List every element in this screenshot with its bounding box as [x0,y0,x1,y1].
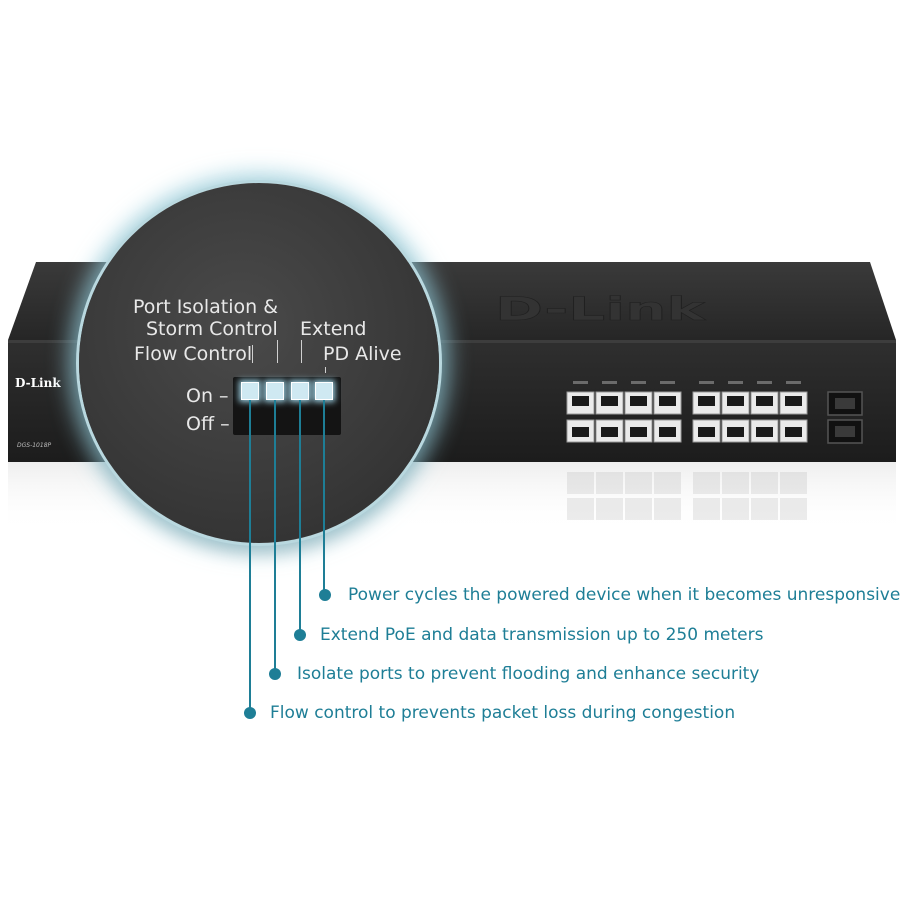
port-isolation-label-line2: Storm Control [146,318,278,340]
port-led [728,381,743,384]
rj45-port-socket [601,427,618,437]
port-led [699,381,714,384]
rj45-port-socket [785,396,802,406]
port-isolation-leader-line [274,400,276,674]
dip-switch-pd-alive [315,382,333,400]
rj45-port-reflection [780,472,807,494]
flow-control-tick [252,345,253,363]
rj45-port-socket [727,396,744,406]
pd-alive-label: PD Alive [323,343,402,365]
dip-switch-flow-control [241,382,259,400]
extend-leader-line [299,400,301,634]
pd-alive-tick [325,367,326,373]
dip-switch-port-isolation [266,382,284,400]
rj45-port-reflection [625,472,652,494]
rj45-port-reflection [625,498,652,520]
rj45-port-socket [572,427,589,437]
rj45-port-socket [572,396,589,406]
feature-extend: Extend PoE and data transmission up to 2… [320,625,764,645]
on-label: On – [186,385,229,407]
port-led [573,381,588,384]
port-leds [573,381,801,384]
rj45-port-socket [727,427,744,437]
port-led [602,381,617,384]
rj45-port-socket [630,396,647,406]
rj45-port-reflection [751,498,778,520]
rj45-port-reflection [654,472,681,494]
rj45-port-socket [698,427,715,437]
feature-pd-alive: Power cycles the powered device when it … [348,585,900,605]
brand-logo: D-Link [15,376,61,390]
dip-switch-extend [291,382,309,400]
rj45-port-reflection [596,472,623,494]
pd-alive-leader-line [323,400,325,594]
rj45-port-reflection [780,498,807,520]
rj45-port-reflection [567,498,594,520]
pd-alive-dot [319,589,331,601]
rj45-port-socket [785,427,802,437]
port-isolation-dot [269,668,281,680]
extend-dot [294,629,306,641]
extend-tick [301,340,302,363]
flow-control-label: Flow Control [134,343,253,365]
port-led [660,381,675,384]
rj45-port-socket [659,396,676,406]
sfp-ports [827,391,863,444]
port-led [631,381,646,384]
rj45-port-socket [756,396,773,406]
rj45-port-reflection [567,472,594,494]
port-isolation-tick [277,340,278,363]
watermark-logo: D-Link [495,291,707,328]
rj45-port-socket [756,427,773,437]
rj45-port-socket [698,396,715,406]
rj45-port-socket [630,427,647,437]
rj45-port-reflection [751,472,778,494]
rj45-port-reflection [596,498,623,520]
rj45-port-reflection [722,472,749,494]
rj45-port-socket [601,396,618,406]
rj45-port-reflection [654,498,681,520]
feature-flow-control: Flow control to prevents packet loss dur… [270,703,736,723]
port-isolation-label-line1: Port Isolation & [133,296,279,318]
extend-label: Extend [300,318,367,340]
flow-control-leader-line [249,400,251,712]
feature-port-isolation: Isolate ports to prevent flooding and en… [297,664,760,684]
rj45-ports [566,391,808,443]
model-label: DGS-1018P [17,442,52,449]
rj45-port-reflection [722,498,749,520]
rj45-port-socket [659,427,676,437]
port-led [786,381,801,384]
rj45-port-reflection [693,498,720,520]
port-led [757,381,772,384]
rj45-port-reflection [693,472,720,494]
off-label: Off – [186,413,230,435]
flow-control-dot [244,707,256,719]
magnifier-callout [79,183,439,543]
